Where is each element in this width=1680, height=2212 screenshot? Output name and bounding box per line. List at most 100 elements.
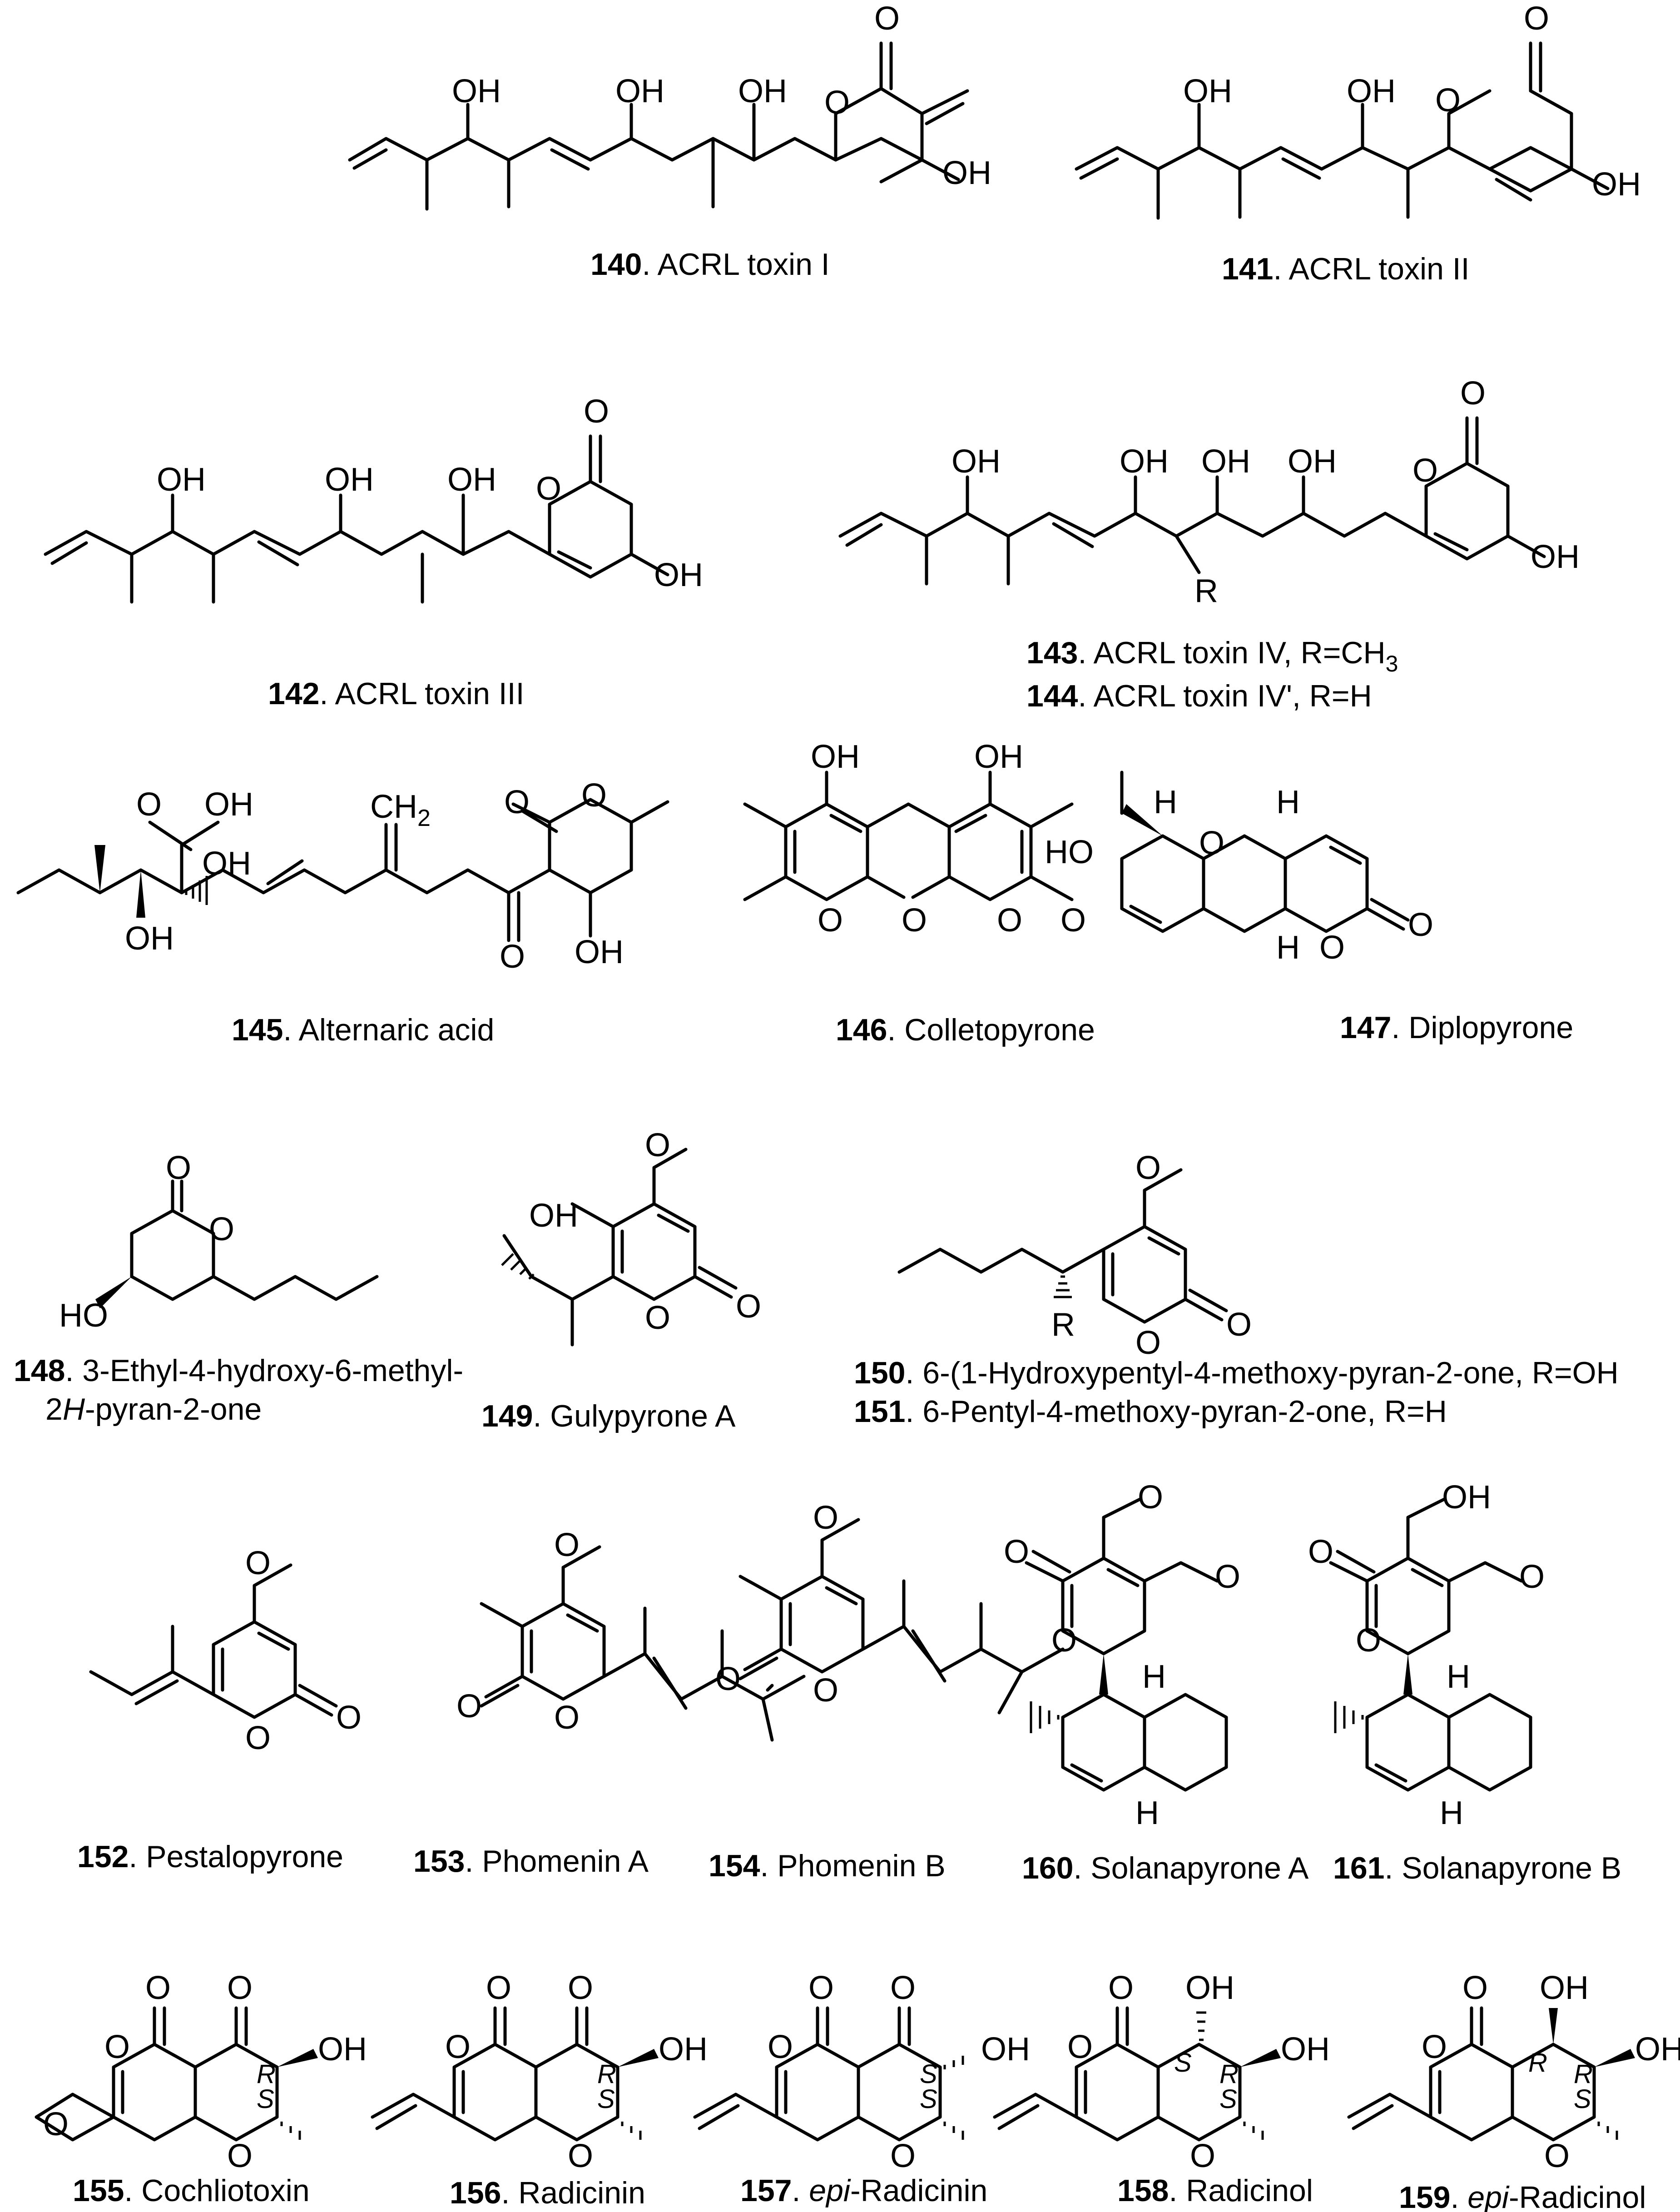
structure-161: OH O O O H H: [1308, 1479, 1545, 1831]
o-label: O: [1135, 1325, 1161, 1361]
caption-161: 161. Solanapyrone B: [1333, 1851, 1621, 1885]
oh-label: OH: [1540, 1970, 1589, 2006]
h-label: H: [1142, 1659, 1166, 1695]
o-label: O: [1067, 2029, 1093, 2065]
caption-147: 147. Diplopyrone: [1340, 1010, 1573, 1045]
oh-label: OH: [325, 462, 374, 498]
stereo-r: R: [1219, 2059, 1239, 2089]
o-label: O: [584, 393, 609, 430]
caption-154: 154. Phomenin B: [709, 1849, 946, 1883]
structure-155: O O O O O OH R S: [35, 1970, 367, 2174]
h-label: H: [1154, 784, 1177, 820]
caption-158: 158. Radicinol: [1117, 2173, 1313, 2208]
o-label: O: [166, 1150, 191, 1186]
o-label: O: [824, 85, 850, 121]
oh-label: OH: [942, 155, 991, 191]
stereo-s: S: [1574, 2084, 1591, 2114]
h-label: H: [1276, 930, 1300, 966]
o-label: O: [1356, 1622, 1381, 1659]
o-label: O: [136, 786, 162, 823]
structure-141: OH OH O O OH: [1075, 0, 1641, 220]
o-label: O: [1226, 1307, 1252, 1343]
oh-label: OH: [1592, 166, 1641, 203]
o-label: O: [645, 1127, 670, 1163]
o-label: O: [1435, 82, 1461, 119]
caption-155: 155. Cochliotoxin: [73, 2173, 310, 2208]
o-label: O: [1135, 1150, 1161, 1186]
oh-label: OH: [1183, 73, 1232, 109]
structure-142: OH OH OH O O OH: [44, 393, 703, 604]
structure-143: OH OH OH OH R O O OH: [838, 375, 1580, 609]
o-label: O: [736, 1288, 761, 1325]
oh-label: OH: [1347, 73, 1396, 109]
structure-145: O OH OH OH CH2 O O O OH: [16, 777, 669, 975]
structure-147: HO H O H H O O: [1045, 770, 1433, 966]
oh-label: OH: [1288, 443, 1337, 480]
stereo-s: S: [597, 2084, 615, 2114]
oh-label: OH: [1281, 2031, 1330, 2068]
oh-label: OH: [447, 462, 496, 498]
caption-152: 152. Pestalopyrone: [77, 1839, 343, 1874]
o-label: O: [1061, 902, 1086, 939]
structure-160: O O O O H H: [1004, 1479, 1240, 1831]
o-label: O: [645, 1300, 670, 1336]
o-label: O: [1138, 1479, 1163, 1516]
o-label: O: [43, 2106, 69, 2142]
structure-148: O O HO: [59, 1150, 379, 1334]
o-label: O: [504, 784, 530, 820]
o-label: O: [209, 1211, 234, 1248]
structure-154: O O O: [715, 1500, 1065, 1715]
h-label: H: [1440, 1795, 1463, 1831]
o-label: O: [890, 2138, 916, 2174]
stereo-s: S: [1219, 2084, 1237, 2114]
stereo-s: S: [920, 2059, 937, 2089]
structure-146: OH OH O O O O: [743, 739, 1086, 939]
o-label: O: [1319, 930, 1345, 966]
o-label: O: [1412, 452, 1438, 489]
structure-149: OH O O O: [501, 1127, 761, 1347]
stereo-r: R: [597, 2059, 616, 2089]
o-label: O: [336, 1700, 362, 1736]
oh-label: OH: [157, 462, 206, 498]
o-label: O: [874, 0, 900, 37]
r-label: R: [1194, 573, 1218, 609]
oh-label: OH: [1201, 443, 1250, 480]
o-label: O: [500, 939, 525, 975]
o-label: O: [1308, 1534, 1333, 1570]
o-label: O: [554, 1527, 580, 1563]
oh-label: OH: [529, 1198, 578, 1234]
oh-label: OH: [1635, 2031, 1680, 2068]
o-label: O: [902, 902, 927, 939]
o-label: O: [1199, 825, 1224, 861]
o-label: O: [456, 1688, 482, 1725]
stereo-r: R: [257, 2059, 276, 2089]
h-label: H: [1276, 784, 1300, 820]
caption-151: 151. 6-Pentyl-4-methoxy-pyran-2-one, R=H: [854, 1394, 1447, 1429]
stereo-s: S: [1174, 2048, 1192, 2078]
oh-label: OH: [811, 739, 860, 775]
o-label: O: [1190, 2138, 1215, 2174]
oh-label: OH: [981, 2031, 1030, 2068]
o-label: O: [818, 902, 843, 939]
o-label: O: [715, 1661, 741, 1697]
stereo-r: R: [1528, 2048, 1547, 2078]
o-label: O: [104, 2029, 130, 2065]
stereo-r: R: [1574, 2059, 1593, 2089]
o-label: O: [1051, 1622, 1077, 1659]
o-label: O: [768, 2029, 793, 2065]
oh-label: OH: [654, 557, 703, 593]
structure-152: O O O: [89, 1545, 362, 1756]
o-label: O: [1462, 1970, 1488, 2006]
o-label: O: [1422, 2029, 1447, 2065]
stereo-s: S: [920, 2084, 937, 2114]
structure-140: OH OH OH O O OH: [348, 0, 991, 211]
ho-label: HO: [59, 1297, 108, 1334]
caption-144: 144. ACRL toxin IV', R=H: [1026, 679, 1372, 713]
ho-label: HO: [1045, 834, 1094, 870]
caption-140: 140. ACRL toxin I: [590, 247, 830, 282]
o-label: O: [536, 471, 561, 507]
o-label: O: [581, 777, 607, 814]
oh-label: OH: [738, 73, 787, 109]
oh-label: OH: [318, 2031, 367, 2068]
o-label: O: [1215, 1559, 1240, 1595]
